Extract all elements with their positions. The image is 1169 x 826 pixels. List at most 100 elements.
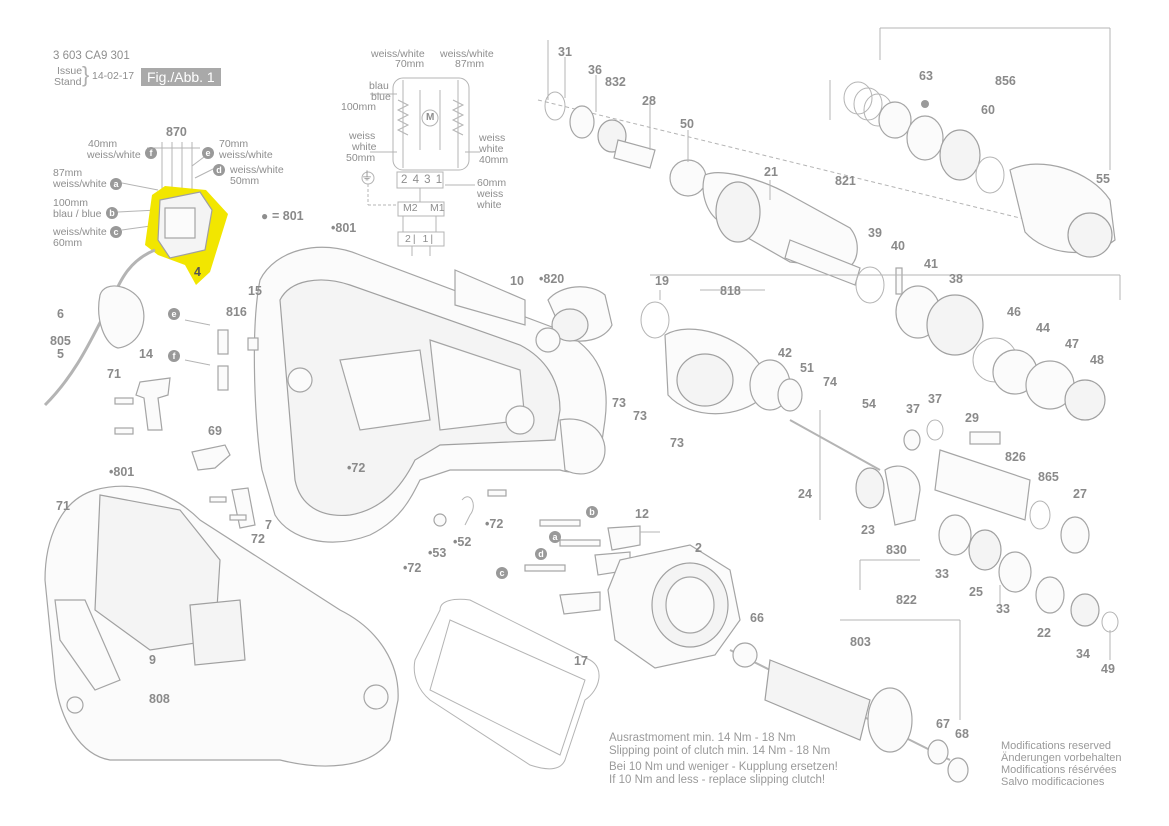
modifications-3: Modifications résérvées xyxy=(1001,764,1117,776)
small-parts-center xyxy=(433,489,641,615)
part-21: 21 xyxy=(764,165,778,179)
sw-70-2: weiss/white xyxy=(219,149,273,161)
brace: } xyxy=(82,62,90,87)
lower-housing xyxy=(44,485,399,767)
part-71-b: 71 xyxy=(56,499,70,513)
part-2: 2 xyxy=(695,541,702,555)
wiring-right-2: white xyxy=(479,143,504,155)
sw-70-1: 70mm xyxy=(219,138,249,150)
wiring-blue-1: blau xyxy=(369,80,389,92)
wiring-left-1: weiss xyxy=(349,130,376,142)
part-820: •820 xyxy=(539,272,565,286)
part-72-a: •72 xyxy=(347,461,366,475)
part-34: 34 xyxy=(1076,647,1090,661)
wiring-blue-3: 100mm xyxy=(341,101,377,113)
part-60: 60 xyxy=(981,103,995,117)
part-14: 14 xyxy=(139,347,153,361)
sw-50-1: weiss/white xyxy=(230,164,284,176)
wiring-left-2: white xyxy=(352,141,377,153)
wiring-top-right-1: weiss/white xyxy=(440,48,494,60)
part-808: 808 xyxy=(149,692,170,706)
callout-e: e xyxy=(202,147,214,159)
part-48: 48 xyxy=(1090,353,1104,367)
field-stator xyxy=(607,544,741,669)
part-67: 67 xyxy=(936,717,950,731)
armature xyxy=(729,642,969,783)
part-27: 27 xyxy=(1073,487,1087,501)
part-12: 12 xyxy=(635,507,649,521)
clutch-note-1: Ausrastmoment min. 14 Nm - 18 Nm xyxy=(609,732,796,744)
stand-label: Stand xyxy=(54,76,82,88)
part-28: 28 xyxy=(642,94,656,108)
part-830: 830 xyxy=(886,543,907,557)
clutch-note-3: Bei 10 Nm und weniger - Kupplung ersetze… xyxy=(609,761,838,773)
wiring-right-1: weiss xyxy=(479,132,506,144)
callout-e-2: e xyxy=(168,308,180,320)
part-72-c: •72 xyxy=(403,561,422,575)
terminal-numbers: 2 4 3 1 xyxy=(401,174,444,186)
part-54: 54 xyxy=(862,397,876,411)
part-822: 822 xyxy=(896,593,917,607)
part-5: 5 xyxy=(57,347,64,361)
part-31: 31 xyxy=(558,45,572,59)
part-10: 10 xyxy=(510,274,524,288)
right-lower-chain xyxy=(789,419,1119,633)
gasket xyxy=(413,598,600,770)
part-40: 40 xyxy=(891,239,905,253)
wiring-right-3: 40mm xyxy=(479,154,509,166)
part-44: 44 xyxy=(1036,321,1050,335)
part-832: 832 xyxy=(605,75,626,89)
part-73-b: 73 xyxy=(633,409,647,423)
sw-100-1: 100mm xyxy=(53,197,89,209)
part-4: 4 xyxy=(194,265,201,279)
motor-label: M xyxy=(426,112,435,123)
part-72-b: •72 xyxy=(485,517,504,531)
part-6: 6 xyxy=(57,307,64,321)
part-51: 51 xyxy=(800,361,814,375)
part-7: 7 xyxy=(265,518,272,532)
part-73-a: 73 xyxy=(612,396,626,410)
part-53: •53 xyxy=(428,546,447,560)
part-52: •52 xyxy=(453,535,472,549)
dot-801-legend: ● xyxy=(261,209,269,223)
part-73-c: 73 xyxy=(670,436,684,450)
wiring-mid-right-2: weiss xyxy=(477,188,504,200)
part-55: 55 xyxy=(1096,172,1110,186)
wiring-left-3: 50mm xyxy=(346,152,376,164)
part-17: 17 xyxy=(574,654,588,668)
part-71-a: 71 xyxy=(107,367,121,381)
callout-d-2: d xyxy=(535,548,547,560)
small-parts-left xyxy=(114,319,259,529)
sw-40-2: weiss/white xyxy=(87,149,141,161)
sw-60-2: 60mm xyxy=(53,237,83,249)
modifications-1: Modifications reserved xyxy=(1001,740,1112,752)
callout-b: b xyxy=(106,207,118,219)
part-801-a: •801 xyxy=(331,221,357,235)
part-49: 49 xyxy=(1101,662,1115,676)
part-9: 9 xyxy=(149,653,156,667)
part-50: 50 xyxy=(680,117,694,131)
leader-lines xyxy=(547,27,1121,720)
equals-801: = 801 xyxy=(272,209,304,223)
part-803: 803 xyxy=(850,635,871,649)
part-41: 41 xyxy=(924,257,938,271)
part-826: 826 xyxy=(1005,450,1026,464)
part-39: 39 xyxy=(868,226,882,240)
part-68: 68 xyxy=(955,727,969,741)
far-upper-right-parts xyxy=(843,81,1116,258)
part-821: 821 xyxy=(835,174,856,188)
part-23: 23 xyxy=(861,523,875,537)
m2-label: M2 xyxy=(403,202,418,214)
part-63: 63 xyxy=(919,69,933,83)
part-870: 870 xyxy=(166,125,187,139)
part-33-b: 33 xyxy=(996,602,1010,616)
part-801-b: •801 xyxy=(109,465,135,479)
callout-f: f xyxy=(145,147,157,159)
part-38: 38 xyxy=(949,272,963,286)
callout-c-2: c xyxy=(496,567,508,579)
part-818: 818 xyxy=(720,284,741,298)
part-47: 47 xyxy=(1065,337,1079,351)
part-24: 24 xyxy=(798,487,812,501)
upper-right-chain xyxy=(537,91,1111,286)
